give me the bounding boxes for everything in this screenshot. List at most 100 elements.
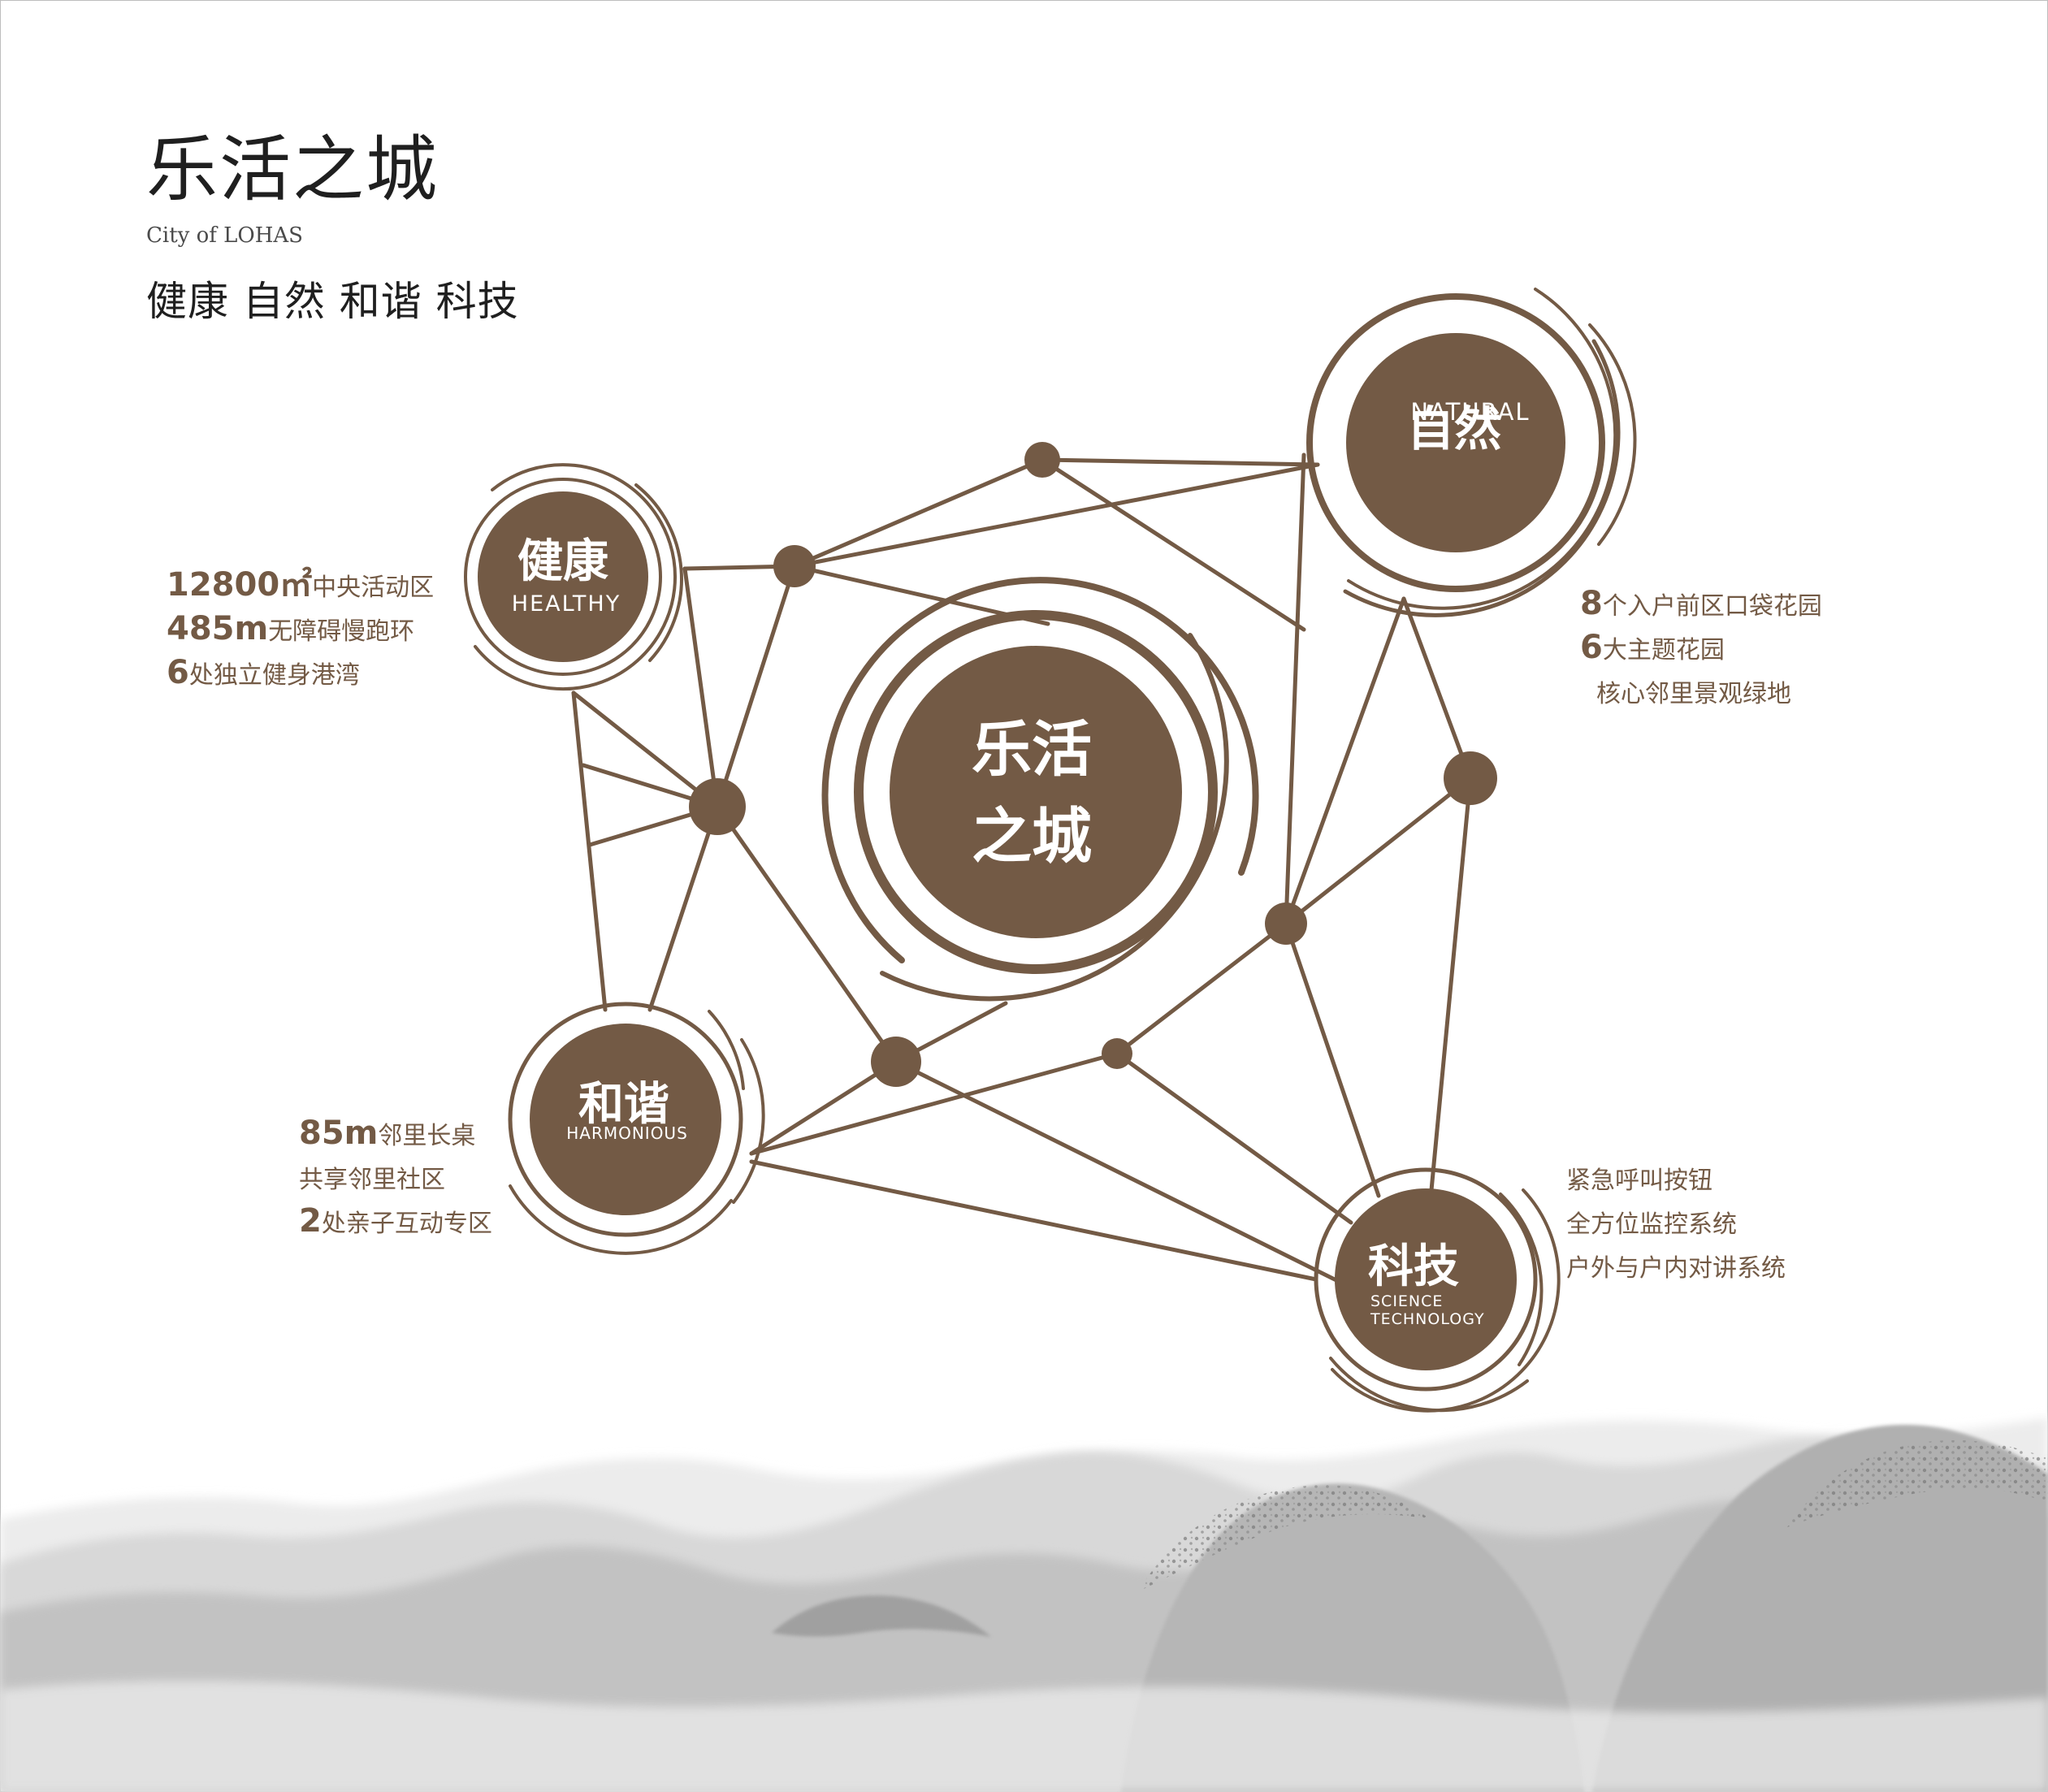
connector-line [1284,921,1381,1198]
connector-line [715,804,898,1064]
connector-line [894,1059,1345,1286]
harmony-node-label: 和谐 [578,1078,669,1131]
note-line: 6处独立健身港湾 [167,652,434,696]
note-text: 核心邻里景观绿地 [1596,680,1791,708]
junction-dot [1265,902,1307,945]
center-node-ring [854,610,1218,974]
harmony-node-arc [509,1184,733,1255]
note-line: 85m邻里长桌 [299,1113,492,1157]
nature-node-arc [1347,288,1617,610]
connector-line [1115,921,1288,1056]
connector-line [1040,457,1306,632]
note-number: 6 [1580,629,1603,666]
note-text: 个入户前区口袋花园 [1602,592,1822,621]
note-line: 8个入户前区口袋花园 [1580,583,1822,627]
connector-line [682,566,720,809]
connector-line [1284,596,1406,926]
note-number: 12800㎡ [167,566,313,604]
page-subtitle: City of LOHAS [146,223,303,248]
note-text: 大主题花园 [1602,636,1725,664]
junction-dots [689,442,1497,1087]
harmony-node-ring [508,1002,743,1237]
note-text: 无障碍慢跑环 [268,617,415,646]
nature-node-arc [1343,339,1621,617]
junction-dot [773,545,816,587]
nature-node-ring [1306,293,1605,592]
note-number: 8 [1580,585,1603,622]
tech-notes: 紧急呼叫按钮 全方位监控系统 户外与户内对讲系统 [1566,1158,1786,1289]
connector-line [647,804,720,1012]
health-node: 健康 HEALTHY [464,463,683,691]
connector-line [1115,1051,1353,1225]
note-line: 户外与户内对讲系统 [1566,1245,1786,1289]
connector-line [715,564,797,809]
note-line: 485m无障碍慢跑环 [167,608,434,652]
tech-node-sublabel-2: TECHNOLOGY [1370,1310,1485,1328]
harmony-node-arc [708,1010,745,1090]
center-node: 乐活 之城 [821,577,1259,1002]
note-text: 户外与户内对讲系统 [1566,1254,1786,1283]
tech-node-arc [1499,1193,1544,1366]
tech-node-arc [1329,1357,1529,1413]
note-text: 邻里长桌 [378,1122,476,1150]
note-text: 处亲子互动专区 [321,1210,492,1238]
harmony-node-arc [732,1038,765,1204]
note-number: 85m [299,1115,379,1152]
connector-line [571,690,720,809]
health-notes: 12800㎡中央活动区 485m无障碍慢跑环 6处独立健身港湾 [167,565,434,696]
connector-line [749,1059,898,1156]
center-node-arc [821,577,1259,963]
nature-notes: 8个入户前区口袋花园 6大主题花园 核心邻里景观绿地 [1580,583,1822,715]
harmony-node: 和谐 HARMONIOUS [508,1002,765,1255]
note-line: 12800㎡中央活动区 [167,565,434,608]
tech-node-disc [1335,1188,1517,1370]
heading-block: 乐活之城 City of LOHAS 健康 自然 和谐 科技 [146,134,519,327]
health-node-arc [474,463,678,691]
junction-dot [689,778,746,835]
connector-line [1401,596,1473,781]
note-line: 共享邻里社区 [299,1157,492,1201]
nature-node-arc [1588,323,1637,546]
note-number: 2 [299,1202,322,1240]
connector-line [1284,452,1306,926]
note-line: 6大主题花园 [1580,627,1822,671]
note-text: 紧急呼叫按钮 [1566,1167,1712,1195]
connector-line [749,1159,1318,1282]
nature-node: 自然 NATURAL [1306,288,1637,617]
note-text: 全方位监控系统 [1566,1210,1737,1239]
center-node-label-2: 之城 [972,802,1092,872]
tech-node-sublabel-1: SCIENCE [1370,1292,1443,1310]
harmony-notes: 85m邻里长桌 共享邻里社区 2处亲子互动专区 [299,1113,492,1244]
junction-dot [1444,751,1497,805]
center-node-label-1: 乐活 [972,715,1092,785]
junction-dot [1024,442,1060,478]
connector-line [571,690,608,1012]
center-node-arc [880,633,1229,1002]
note-text: 处独立健身港湾 [188,661,360,690]
connector-line [1429,776,1473,1193]
center-node-disc [890,646,1182,938]
nature-node-label: 自然 [1407,401,1501,457]
health-node-sublabel: HEALTHY [512,591,621,617]
tech-node-arc [1331,1188,1561,1413]
tech-node-ring [1314,1167,1538,1392]
mountain-landscape [0,1418,2048,1792]
note-line: 紧急呼叫按钮 [1566,1158,1786,1201]
note-line: 全方位监控系统 [1566,1201,1786,1245]
tech-node: 科技 SCIENCE TECHNOLOGY [1314,1167,1561,1413]
health-node-ring [464,478,662,676]
note-line: 2处亲子互动专区 [299,1201,492,1244]
junction-dot [1102,1038,1132,1069]
health-node-arc [634,483,683,662]
note-line: 核心邻里景观绿地 [1580,671,1822,715]
note-text: 共享邻里社区 [299,1166,445,1194]
health-node-label: 健康 [517,535,608,588]
connector-line [749,1051,1119,1156]
junction-dot [871,1037,921,1087]
connector-line [1040,457,1320,467]
connector-line [1284,776,1473,926]
nature-node-sublabel: NATURAL [1410,398,1530,426]
note-text: 中央活动区 [312,574,435,602]
note-number: 485m [167,610,269,647]
